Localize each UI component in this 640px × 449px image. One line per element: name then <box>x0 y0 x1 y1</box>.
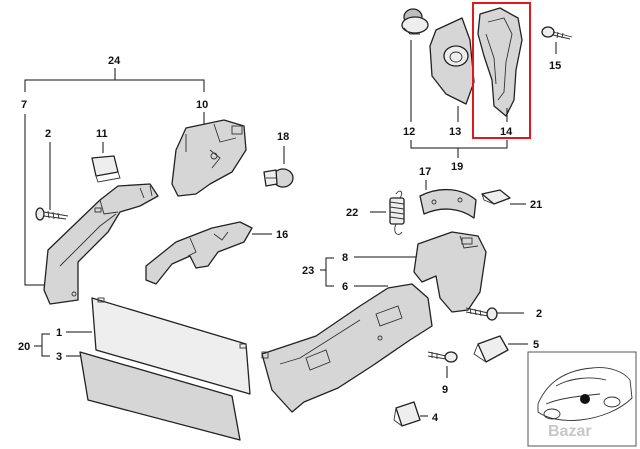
callout-11: 11 <box>96 128 108 140</box>
watermark: Bazar <box>548 423 592 440</box>
callout-6: 6 <box>342 281 348 293</box>
left-side-trim-panel <box>43 183 159 305</box>
right-side-trim-panel-6 <box>261 283 433 413</box>
callout-22: 22 <box>346 207 358 219</box>
seat-side-cover-10 <box>171 119 247 197</box>
callout-5: 5 <box>533 339 539 351</box>
vehicle-location-thumbnail: Bazar <box>527 351 637 447</box>
callout-2-left: 2 <box>45 128 51 140</box>
trim-panel-3 <box>79 351 241 441</box>
screw-right <box>465 307 498 321</box>
callout-20: 20 <box>18 341 30 353</box>
screw-9 <box>427 351 458 363</box>
callout-4: 4 <box>432 412 439 424</box>
curved-shell-17 <box>419 189 477 219</box>
callout-14: 14 <box>500 126 513 138</box>
screw-left <box>35 207 69 221</box>
upper-cover-8 <box>413 231 487 313</box>
cover-4 <box>393 401 421 427</box>
callout-15: 15 <box>549 60 561 72</box>
callout-16: 16 <box>276 229 288 241</box>
trim-strip-16 <box>145 221 253 285</box>
callout-8: 8 <box>342 252 348 264</box>
callout-7: 7 <box>21 99 27 111</box>
callout-24: 24 <box>108 55 121 67</box>
callout-9: 9 <box>442 384 448 396</box>
leader-7 <box>24 114 46 286</box>
spring-22 <box>389 190 405 235</box>
push-nut-12 <box>401 8 429 35</box>
knob-18 <box>263 168 294 188</box>
callout-12: 12 <box>403 126 415 138</box>
bracket-20 <box>41 333 50 357</box>
bracket-19 <box>410 140 508 149</box>
trim-cover-14 <box>477 7 523 117</box>
bracket-23 <box>325 257 334 287</box>
callout-1: 1 <box>56 327 62 339</box>
callout-3: 3 <box>56 351 62 363</box>
callout-13: 13 <box>449 126 461 138</box>
end-cap-5 <box>473 335 509 363</box>
callout-24-bracket <box>24 68 205 92</box>
callout-10: 10 <box>196 99 208 111</box>
callout-19: 19 <box>451 161 463 173</box>
screw-15 <box>541 26 573 40</box>
callout-18: 18 <box>277 131 289 143</box>
callout-2-right: 2 <box>536 308 542 320</box>
callout-23: 23 <box>302 265 314 277</box>
callout-17: 17 <box>419 166 431 178</box>
clip-21 <box>481 189 511 205</box>
cover-cap-13 <box>429 17 475 105</box>
callout-21: 21 <box>530 199 542 211</box>
clip-11 <box>91 155 121 183</box>
trim-panel-1 <box>91 297 251 395</box>
highlight-box-14 <box>472 2 531 139</box>
location-marker <box>580 394 590 404</box>
